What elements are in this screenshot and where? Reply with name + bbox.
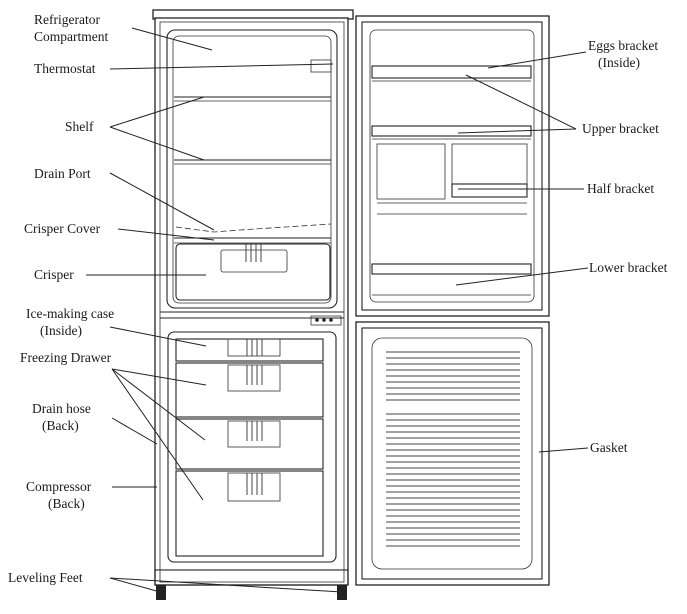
cabinet <box>153 10 353 600</box>
leader-drain-hose <box>112 418 157 444</box>
label-eggs-bracket-2: (Inside) <box>598 55 640 70</box>
label-leveling-feet: Leveling Feet <box>8 570 83 585</box>
label-half-bracket: Half bracket <box>587 181 654 196</box>
fridge-door-outer <box>356 16 549 316</box>
freezer-door <box>356 322 549 585</box>
label-ice-making-case-2: (Inside) <box>40 323 82 338</box>
label-refrigerator-compartment-1: Refrigerator <box>34 12 100 27</box>
label-refrigerator-compartment-2: Compartment <box>34 29 108 44</box>
label-upper-bracket: Upper bracket <box>582 121 659 136</box>
label-drain-port: Drain Port <box>34 166 91 181</box>
leveling-foot-left <box>156 585 166 600</box>
label-ice-making-case-1: Ice-making case <box>26 306 114 321</box>
label-drain-hose-2: (Back) <box>42 418 79 433</box>
label-thermostat: Thermostat <box>34 61 96 76</box>
label-eggs-bracket-1: Eggs bracket <box>588 38 658 53</box>
label-shelf: Shelf <box>65 119 94 134</box>
leveling-foot-right <box>337 585 347 600</box>
label-gasket: Gasket <box>590 440 628 455</box>
label-compressor-1: Compressor <box>26 479 92 494</box>
fridge-door <box>356 16 549 316</box>
label-freezing-drawer: Freezing Drawer <box>20 350 112 365</box>
label-crisper: Crisper <box>34 267 74 282</box>
label-lower-bracket: Lower bracket <box>589 260 668 275</box>
label-crisper-cover: Crisper Cover <box>24 221 101 236</box>
label-drain-hose-1: Drain hose <box>32 401 91 416</box>
label-compressor-2: (Back) <box>48 496 85 511</box>
